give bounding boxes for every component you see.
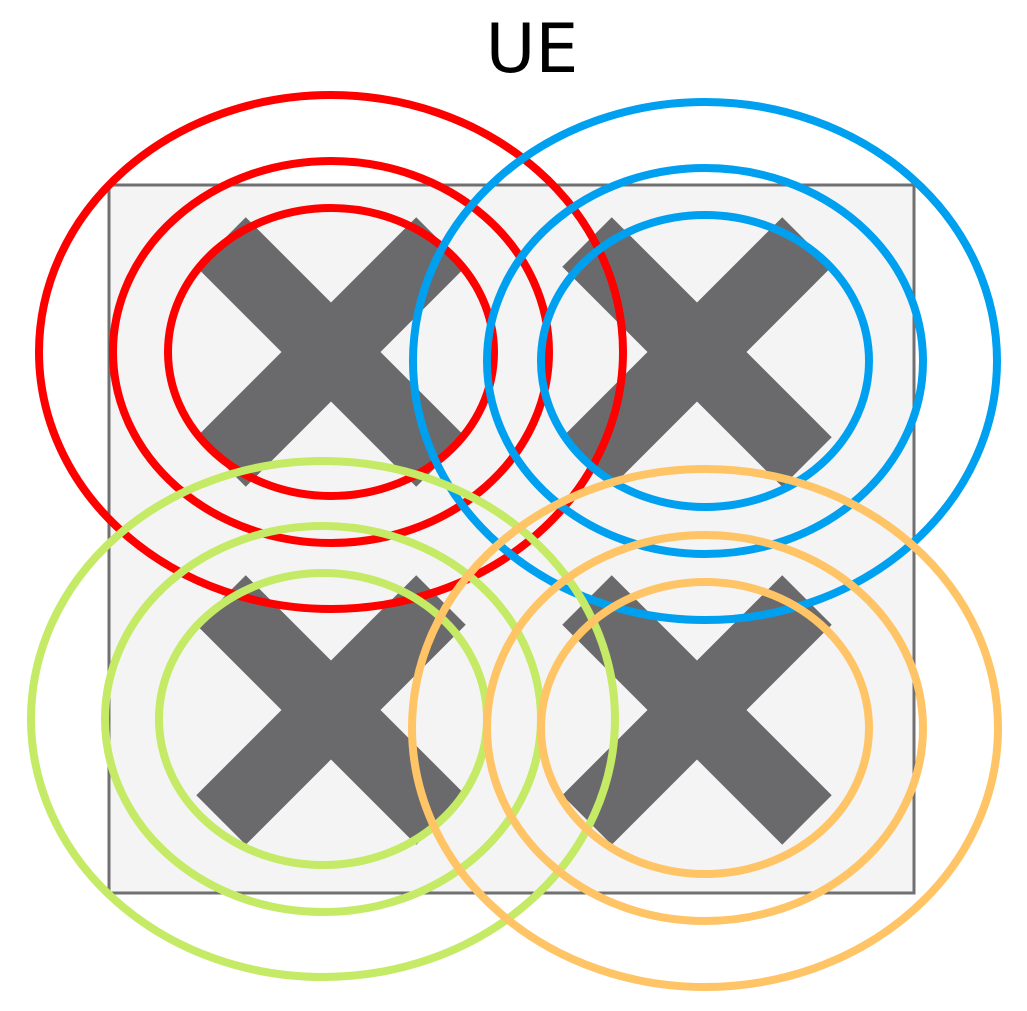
zone-blue-ring-3 <box>409 98 1001 624</box>
zone-red <box>35 91 627 613</box>
zone-red-ring-2 <box>109 157 553 547</box>
zone-red-ring-1 <box>164 204 498 500</box>
cross-top-left <box>196 217 466 487</box>
cross-bottom-right <box>562 575 832 845</box>
zone-green-ring-3 <box>27 457 619 981</box>
cross-bottom-left <box>196 575 466 845</box>
diagram-title: UE <box>485 10 579 89</box>
zone-orange <box>408 465 1002 991</box>
zone-blue-ring-2 <box>483 164 927 558</box>
zone-blue-ring-1 <box>537 211 873 511</box>
zone-red-ring-3 <box>35 91 627 613</box>
crosses <box>196 217 832 845</box>
zone-orange-ring-2 <box>483 531 927 925</box>
zone-blue <box>409 98 1001 624</box>
zone-orange-ring-1 <box>537 578 873 878</box>
zones <box>27 91 1002 991</box>
zone-orange-ring-3 <box>408 465 1002 991</box>
cross-top-right <box>562 217 832 487</box>
